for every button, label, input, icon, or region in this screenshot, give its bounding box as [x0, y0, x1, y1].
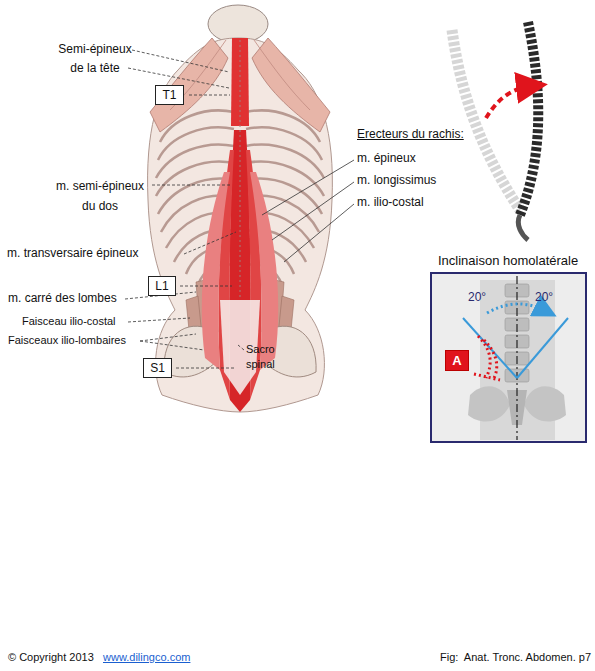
copyright-note: © Copyright 2013 — [8, 651, 94, 664]
website-link: www.dilingco.com — [103, 651, 190, 664]
callout-letter: A — [446, 353, 468, 368]
back-figure — [148, 5, 333, 412]
level-box: S1 — [143, 358, 172, 378]
muscle-label: m. transversaire épineux — [7, 246, 138, 260]
group-heading: Erecteurs du rachis: — [357, 127, 464, 141]
muscle-label: m. longissimus — [357, 173, 436, 187]
xray-panel-figure — [432, 274, 585, 441]
vertebra-level: T1 — [156, 88, 183, 102]
angle-label: 20° — [535, 290, 553, 304]
leader-lines — [262, 160, 354, 262]
muscle-label: Semi-épineux de la tête — [50, 40, 140, 78]
level-box: L1 — [148, 276, 176, 296]
muscle-label: m. ilio-costal — [357, 195, 424, 209]
spine-bend-figure — [452, 22, 538, 240]
muscle-label: Faisceau ilio-costal — [22, 315, 116, 328]
leader-lines — [125, 50, 244, 368]
level-box: T1 — [155, 85, 184, 105]
panel: Inclinaison homolatérale20°20°A — [430, 272, 587, 443]
angle-label: 20° — [468, 290, 486, 304]
muscle-label: Sacro spinal — [246, 342, 286, 372]
muscle-label: m. semi-épineux du dos — [50, 176, 150, 216]
callout-box: A — [445, 350, 469, 371]
figure-reference: Fig: Anat. Tronc. Abdomen. p7 — [440, 651, 591, 664]
vertebra-level: L1 — [149, 279, 175, 293]
vertebra-level: S1 — [144, 361, 171, 375]
muscle-label: Faisceaux ilio-lombaires — [8, 334, 126, 347]
muscle-label: m. carré des lombes — [8, 291, 117, 305]
panel-heading: Inclinaison homolatérale — [438, 253, 578, 268]
muscle-label: m. épineux — [357, 151, 416, 165]
